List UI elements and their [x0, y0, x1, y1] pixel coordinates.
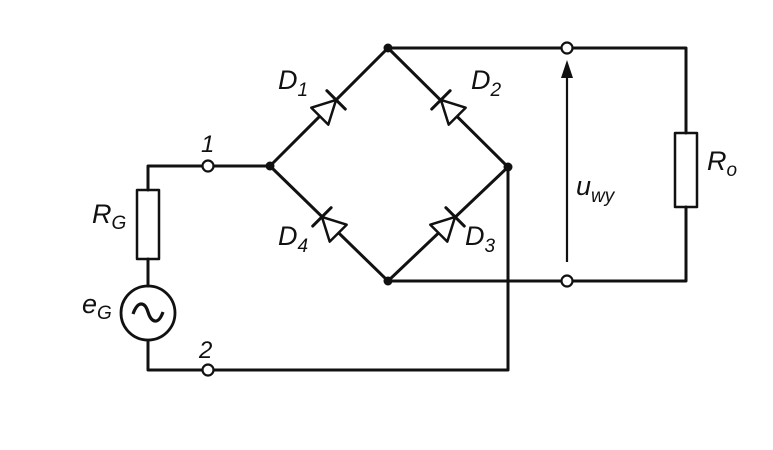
diode-d4-triangle-icon: [320, 215, 348, 243]
label-d2: D2: [471, 65, 502, 101]
label-eg-sub: G: [97, 303, 112, 324]
terminal-1-label: 1: [201, 131, 214, 158]
label-d3-sub: 3: [485, 236, 496, 257]
diode-d1: [310, 89, 347, 126]
diode-d2-triangle-icon: [439, 98, 467, 126]
label-ro-sub: o: [727, 160, 738, 181]
label-d3-main: D: [465, 221, 485, 251]
diode-d3: [429, 206, 466, 243]
junction-left: [265, 161, 275, 171]
wire-bottom-left: [146, 339, 205, 372]
label-eg: eG: [82, 289, 112, 324]
label-d3: D3: [465, 221, 496, 257]
output-voltage-arrow: [561, 60, 573, 262]
label-eg-main: e: [82, 289, 97, 319]
voltage-source-eg: [119, 284, 177, 342]
wire-top-left: [146, 164, 206, 192]
label-uwy-sub: wy: [591, 186, 616, 207]
label-ro-main: R: [707, 146, 727, 176]
label-rg-main: R: [92, 199, 112, 229]
diode-d4: [311, 206, 348, 243]
label-d4-sub: 4: [298, 236, 309, 257]
diode-d1-bar: [325, 89, 347, 111]
resistor-rg: [135, 188, 161, 261]
junction-top: [383, 43, 393, 53]
terminal-2: [201, 363, 215, 377]
resistor-ro: [673, 131, 699, 209]
wires: [146, 46, 688, 372]
label-d2-main: D: [471, 65, 491, 95]
terminals: [201, 41, 574, 377]
diode-d3-triangle-icon: [429, 215, 457, 243]
label-rg: RG: [92, 199, 126, 234]
label-d4: D4: [278, 221, 308, 257]
junction-bottom: [383, 276, 393, 286]
label-uwy-main: u: [576, 171, 591, 201]
diode-d1-triangle-icon: [310, 98, 338, 126]
terminal-output-bottom: [560, 274, 574, 288]
diode-d4-bar: [311, 206, 333, 228]
label-d1-sub: 1: [298, 80, 309, 101]
junction-right: [503, 162, 513, 172]
wire-bottom-to-load: [571, 205, 688, 283]
wire-top-to-load: [571, 46, 688, 135]
diode-d2-bar: [430, 89, 452, 111]
label-rg-sub: G: [112, 213, 127, 234]
label-d1: D1: [278, 65, 308, 101]
label-d2-sub: 2: [490, 80, 502, 101]
sine-wave-icon: [131, 302, 165, 323]
terminal-2-label: 2: [198, 337, 212, 364]
arrow-head-icon: [561, 60, 573, 78]
terminal-1: [201, 159, 215, 173]
junctions: [265, 43, 513, 286]
diode-d3-bar: [444, 206, 466, 228]
source-circle: [119, 284, 177, 342]
label-d1-main: D: [278, 65, 298, 95]
wire-t2-to-bridge: [211, 165, 510, 372]
label-ro: Ro: [707, 146, 737, 181]
label-uwy: uwy: [576, 171, 616, 207]
terminal-output-top: [560, 41, 574, 55]
label-d4-main: D: [278, 221, 298, 251]
diode-d2: [430, 89, 467, 126]
